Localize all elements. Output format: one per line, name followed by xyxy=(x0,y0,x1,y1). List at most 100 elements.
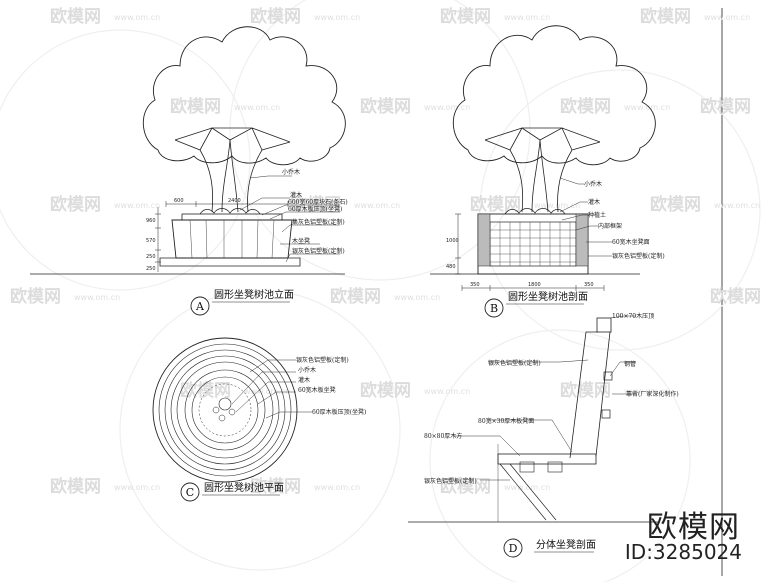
watermark-url: www.om.cn xyxy=(504,483,550,492)
watermark-url: www.om.cn xyxy=(74,293,120,302)
watermark-text: 欧模网 xyxy=(710,286,761,307)
watermark-url: www.om.cn xyxy=(354,201,400,210)
watermark-text: 欧模网 xyxy=(440,6,491,27)
tree-trunk xyxy=(174,127,291,213)
label-d-5: 80×80厚木方 xyxy=(424,432,462,440)
label-b-0: 小乔木 xyxy=(584,180,602,188)
leaders-c xyxy=(231,359,312,419)
view-b-caption: 圆形坐凳树池剖面 xyxy=(508,290,588,303)
watermark-url: www.om.cn xyxy=(624,103,670,112)
watermark-url: www.om.cn xyxy=(394,293,440,302)
dim-a-4: 250 xyxy=(146,254,156,260)
label-a-6: 银灰色铝塑板(定制) xyxy=(292,247,345,255)
brand-name: 欧模网 xyxy=(647,510,740,545)
seat-top xyxy=(181,213,283,221)
dim-b-0: 1000 xyxy=(446,238,459,244)
watermark-url: www.om.cn xyxy=(314,483,360,492)
watermark-url: www.om.cn xyxy=(714,201,760,210)
view-d-section xyxy=(408,317,660,523)
leaders-b xyxy=(559,177,612,257)
dim-a-2: 960 xyxy=(146,218,156,224)
label-c-4: 60厚木板压顶(坐凳) xyxy=(312,408,366,416)
dim-a-5: 250 xyxy=(146,266,156,272)
watermark-layer: 欧模网 www.om.cn 欧模网 www.om.cn 欧模网 www.om.cn 欧模网 w… xyxy=(10,6,761,497)
dim-lines-a xyxy=(155,201,289,272)
label-b-3: 内部框架 xyxy=(598,222,622,230)
label-a-3: 60厚木板压顶(坐凳) xyxy=(288,205,342,213)
dim-b-1: 480 xyxy=(446,264,456,270)
watermark-text: 欧模网 xyxy=(470,194,521,215)
dim-b-4: 1800 xyxy=(528,282,541,288)
label-d-3: 靠背(厂家深化制作) xyxy=(626,390,679,398)
watermark-text: 欧模网 xyxy=(440,476,491,497)
watermark-text: 欧模网 xyxy=(560,380,611,401)
view-b-marker: B xyxy=(490,302,498,315)
label-d-2: 钢管 xyxy=(624,360,636,368)
watermark-url: www.om.cn xyxy=(114,483,160,492)
watermark-text: 欧模网 xyxy=(10,286,61,307)
soil-hatch xyxy=(490,222,576,266)
watermark-text: 欧模网 xyxy=(50,194,101,215)
soil-box xyxy=(489,221,577,267)
watermark-text: 欧模网 xyxy=(650,194,701,215)
label-c-1: 小乔木 xyxy=(298,366,316,374)
watermark-url: www.om.cn xyxy=(624,387,670,396)
view-a-marker-letter: A xyxy=(195,300,205,313)
watermark-text: 欧模网 xyxy=(560,96,611,117)
watermark-text: 欧模网 xyxy=(50,476,101,497)
watermark-text: 欧模网 xyxy=(170,96,221,117)
label-d-6: 银灰色铝塑板(定制) xyxy=(424,477,477,485)
watermark-text: 欧模网 xyxy=(360,380,411,401)
tree-canopy-b xyxy=(452,25,656,166)
label-c-0: 银灰色铝塑板(定制) xyxy=(296,356,349,364)
label-c-2: 灌木 xyxy=(298,376,310,384)
label-a-4: 集灰色铝塑板(定制) xyxy=(292,218,345,226)
brand-id: ID:3285024 xyxy=(624,540,742,564)
watermark-url: www.om.cn xyxy=(244,387,290,396)
shrub xyxy=(199,208,261,215)
label-a-0: 小乔木 xyxy=(282,168,300,176)
dim-a-0: 600 xyxy=(174,198,184,204)
label-a-2: 600宽60厚块石(条石) xyxy=(288,198,348,206)
view-b-section: 1000 480 350 1800 350 小乔木 灌木 种植土 内部框架 60… xyxy=(430,25,665,318)
label-d-0: 100×70木压顶 xyxy=(612,312,654,320)
watermark-text: 欧模网 xyxy=(330,286,381,307)
label-b-2: 种植土 xyxy=(588,211,606,219)
watermark-text: 欧模网 xyxy=(50,6,101,27)
dim-lines-b xyxy=(455,213,605,291)
tree-canopy xyxy=(142,26,346,166)
watermark-text: 欧模网 xyxy=(700,96,751,117)
watermark-text: 欧模网 xyxy=(180,380,231,401)
view-a-caption: 圆形坐凳树池立面 xyxy=(214,288,294,301)
view-d-marker: D xyxy=(509,542,518,555)
planter-panels xyxy=(189,219,275,259)
label-d-1: 银灰色铝塑板(定制) xyxy=(488,359,541,367)
dim-b-5: 350 xyxy=(584,282,594,288)
label-b-4: 60宽木坐凳面 xyxy=(612,238,650,246)
watermark-url: www.om.cn xyxy=(534,201,580,210)
label-a-5: 木坐凳 xyxy=(292,237,310,245)
label-d-4: 80宽×30厚木板凳面 xyxy=(478,417,534,425)
label-b-5: 银灰色铝塑板(定制) xyxy=(612,252,665,260)
view-d-caption: 分体坐凳剖面 xyxy=(536,538,596,551)
watermark-url: www.om.cn xyxy=(424,103,470,112)
watermark-text: 欧模网 xyxy=(250,476,301,497)
watermark-url: www.om.cn xyxy=(314,13,360,22)
watermark-url: www.om.cn xyxy=(234,103,280,112)
leaders-d xyxy=(454,315,636,481)
watermark-url: www.om.cn xyxy=(114,13,160,22)
label-a-1: 灌木 xyxy=(290,191,302,199)
watermark-url: www.om.cn xyxy=(114,201,160,210)
label-c-3: 60宽木板坐凳 xyxy=(298,386,336,394)
view-c-marker: C xyxy=(186,486,194,499)
watermark-text: 欧模网 xyxy=(360,96,411,117)
dim-b-2: 350 xyxy=(470,282,480,288)
planter-section xyxy=(477,213,589,275)
watermark-url: www.om.cn xyxy=(504,13,550,22)
base xyxy=(159,257,301,267)
leaders-a xyxy=(239,175,340,263)
watermark-url: www.om.cn xyxy=(424,387,470,396)
watermark-text: 欧模网 xyxy=(250,6,301,27)
